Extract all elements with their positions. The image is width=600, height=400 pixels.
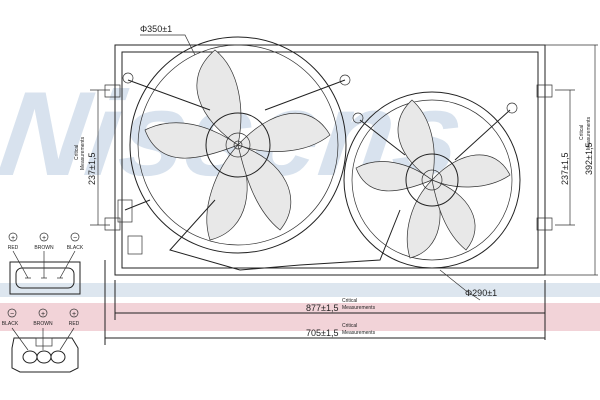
small-fan-diameter-label: Φ290±1 [465,288,497,298]
measurements-label-2: Measurements [342,330,376,336]
connector-female: − + + BLACK BROWN RED [2,308,80,373]
left-measurements-label: Measurements [80,136,86,170]
small-fan [239,91,521,271]
pin-polarity: + [41,311,45,318]
right-measurements-label: Measurements [586,116,592,150]
pin-color: BLACK [2,321,19,327]
pin-polarity: + [42,235,46,242]
pin-polarity: + [11,235,15,242]
critical-label-2: Critical [342,323,357,329]
dimension-lines [90,34,598,345]
pin-polarity: + [72,311,76,318]
measurements-label-1: Measurements [342,305,376,311]
width-877-label: 877±1,5 [306,303,338,313]
pin-color: BLACK [67,245,84,251]
pin-color: BROWN [34,245,54,251]
right-critical-label: Critical [579,125,585,140]
total-height-label: 392±1,5 [584,143,594,175]
wire-plugs [117,199,143,255]
pin-color: RED [8,245,19,251]
pin-color: RED [69,321,80,327]
critical-label-1: Critical [342,298,357,304]
connector-male: + + − RED BROWN BLACK [8,232,84,295]
pin-color: BROWN [33,321,53,327]
pin-polarity: − [73,235,77,242]
big-fan-diameter-label: Φ350±1 [140,24,172,34]
left-critical-label: Critical [74,145,80,160]
pin-polarity: − [10,311,14,318]
large-fan [122,36,351,271]
right-height-label: 237±1,5 [560,153,570,185]
blue-band [0,283,600,297]
pink-band [0,303,600,331]
left-height-label: 237±1,5 [87,153,97,185]
width-705-label: 705±1,5 [306,328,338,338]
